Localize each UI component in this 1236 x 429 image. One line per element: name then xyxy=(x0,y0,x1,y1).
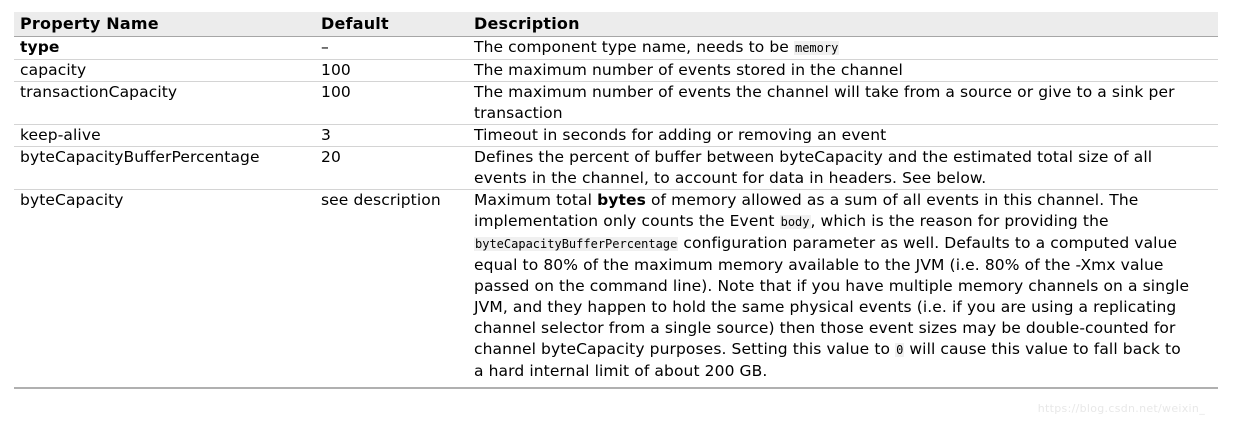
property-name-cell: byteCapacity xyxy=(20,191,124,209)
description-cell: The component type name, needs to be mem… xyxy=(468,36,1218,60)
table-row: byteCapacity see description Maximum tot… xyxy=(14,190,1218,389)
description-cell: Maximum total bytes of memory allowed as… xyxy=(468,190,1218,389)
properties-table: Property Name Default Description type –… xyxy=(14,12,1218,389)
table-header-row: Property Name Default Description xyxy=(14,12,1218,37)
text-run: The component type name, needs to be xyxy=(474,38,794,56)
default-value-cell: 100 xyxy=(315,81,468,125)
description-cell: Defines the percent of buffer between by… xyxy=(468,146,1218,190)
header-default: Default xyxy=(315,12,468,37)
property-name-cell: keep-alive xyxy=(14,124,315,147)
header-property-name: Property Name xyxy=(14,12,315,37)
table-row: transactionCapacity 100 The maximum numb… xyxy=(14,81,1218,125)
description-cell: Timeout in seconds for adding or removin… xyxy=(468,124,1218,147)
default-value-cell: 20 xyxy=(315,146,468,190)
text-run: Timeout in seconds for adding or removin… xyxy=(474,126,887,144)
default-value-cell: 100 xyxy=(315,59,468,82)
table-body: type – The component type name, needs to… xyxy=(14,36,1218,389)
inline-code: memory xyxy=(793,41,840,55)
table-row: keep-alive 3 Timeout in seconds for addi… xyxy=(14,124,1218,147)
property-name-cell: type xyxy=(14,36,315,60)
text-run: The maximum number of events the channel… xyxy=(474,83,1175,122)
inline-code: 0 xyxy=(895,343,905,357)
watermark: https://blog.csdn.net/weixin_ xyxy=(1037,402,1205,415)
description-cell: The maximum number of events stored in t… xyxy=(468,59,1218,82)
text-run: of memory allowed as a sum of all events… xyxy=(474,191,1139,230)
table-row: capacity 100 The maximum number of event… xyxy=(14,59,1218,82)
default-value-cell: see description xyxy=(321,191,441,209)
property-name-cell: transactionCapacity xyxy=(14,81,315,125)
property-name-cell: byteCapacityBufferPercentage xyxy=(14,146,315,190)
bold-text: bytes xyxy=(597,191,646,209)
inline-code: byteCapacityBufferPercentage xyxy=(474,237,679,251)
header-description: Description xyxy=(468,12,1218,37)
text-run: will cause this value to fall back to a … xyxy=(474,340,1181,380)
text-run: , which is the reason for providing the xyxy=(810,212,1109,230)
default-value-cell: – xyxy=(315,36,468,60)
text-run: The maximum number of events stored in t… xyxy=(474,61,903,79)
text-run: configuration parameter as well. Default… xyxy=(474,234,1190,358)
default-value-cell: 3 xyxy=(315,124,468,147)
property-name-cell: capacity xyxy=(14,59,315,82)
description-cell: The maximum number of events the channel… xyxy=(468,81,1218,125)
inline-code: body xyxy=(779,215,811,229)
text-run: Maximum total xyxy=(474,191,598,209)
text-run: Defines the percent of buffer between by… xyxy=(474,148,1153,187)
table-row: byteCapacityBufferPercentage 20 Defines … xyxy=(14,146,1218,190)
table-row: type – The component type name, needs to… xyxy=(14,36,1218,60)
